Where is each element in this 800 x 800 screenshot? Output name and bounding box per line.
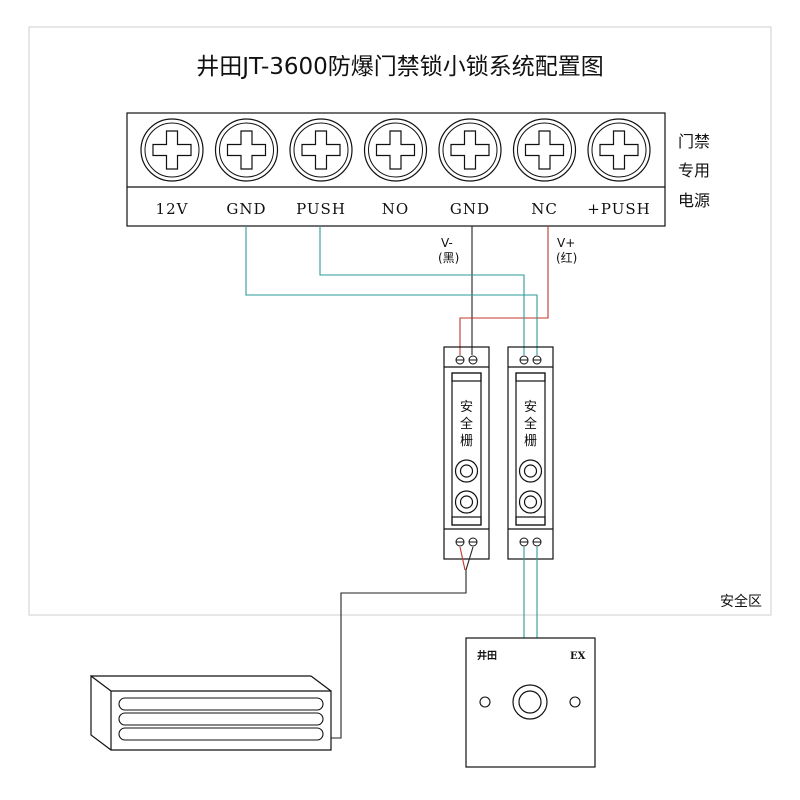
terminal-screw-3 xyxy=(289,118,353,182)
terminal-label-4: NO xyxy=(382,200,409,218)
barrier-label-3: 栅 xyxy=(524,434,537,449)
exit-button: 井田 EX xyxy=(465,637,596,768)
terminal-screw-7 xyxy=(587,118,651,182)
barrier-label-2: 全 xyxy=(460,416,473,432)
terminal-screw-5 xyxy=(438,118,502,182)
terminal-screw-2 xyxy=(214,118,279,182)
terminal-screw xyxy=(519,355,542,547)
terminal-screw-1 xyxy=(140,118,204,182)
power-label-line1: 门禁 xyxy=(678,132,710,151)
safe-zone-border xyxy=(28,26,772,616)
terminal-screws xyxy=(140,118,651,182)
push-button-icon xyxy=(512,684,548,720)
wire-label-v-plus-color: (红) xyxy=(556,250,577,265)
safety-barrier-1: 安 全 栅 xyxy=(443,346,490,560)
terminal-screw-4 xyxy=(363,118,428,182)
terminal-screw-6 xyxy=(512,118,577,182)
wire-label-v-minus: V- xyxy=(441,236,453,250)
wire-gnd-teal xyxy=(245,226,538,355)
terminal-labels: 12V GND PUSH NO GND NC +PUSH xyxy=(156,200,650,218)
terminal-label-2: GND xyxy=(226,200,266,218)
wire-label-v-plus: V+ xyxy=(557,236,575,250)
power-supply: 12V GND PUSH NO GND NC +PUSH xyxy=(126,112,666,227)
wire-lock-black xyxy=(331,546,474,739)
barrier-label-2: 全 xyxy=(524,416,537,432)
barrier-label-3: 栅 xyxy=(460,434,473,449)
terminal-screw xyxy=(455,355,478,547)
terminal-label-1: 12V xyxy=(156,200,189,218)
exit-button-ex: EX xyxy=(570,651,586,662)
power-label-line2: 专用 xyxy=(678,161,710,180)
terminal-label-5: GND xyxy=(450,200,490,218)
barrier-label-1: 安 xyxy=(524,400,537,415)
magnetic-lock xyxy=(90,674,332,751)
barrier-label-1: 安 xyxy=(460,400,473,415)
terminal-label-3: PUSH xyxy=(296,200,346,218)
exit-button-brand: 井田 xyxy=(477,649,497,662)
safety-barrier-2: 安 全 栅 xyxy=(507,346,554,560)
terminal-label-7: +PUSH xyxy=(587,200,650,218)
wire-push-teal xyxy=(319,226,525,355)
power-label-line3: 电源 xyxy=(678,191,710,210)
wire-v-plus-red xyxy=(459,226,549,355)
terminal-label-6: NC xyxy=(531,200,558,218)
wire-lock-red xyxy=(459,546,466,571)
safe-zone-label: 安全区 xyxy=(720,593,762,610)
wire-label-v-minus-color: (黑) xyxy=(438,251,459,265)
page-title: 井田JT-3600防爆门禁锁小锁系统配置图 xyxy=(196,54,604,80)
